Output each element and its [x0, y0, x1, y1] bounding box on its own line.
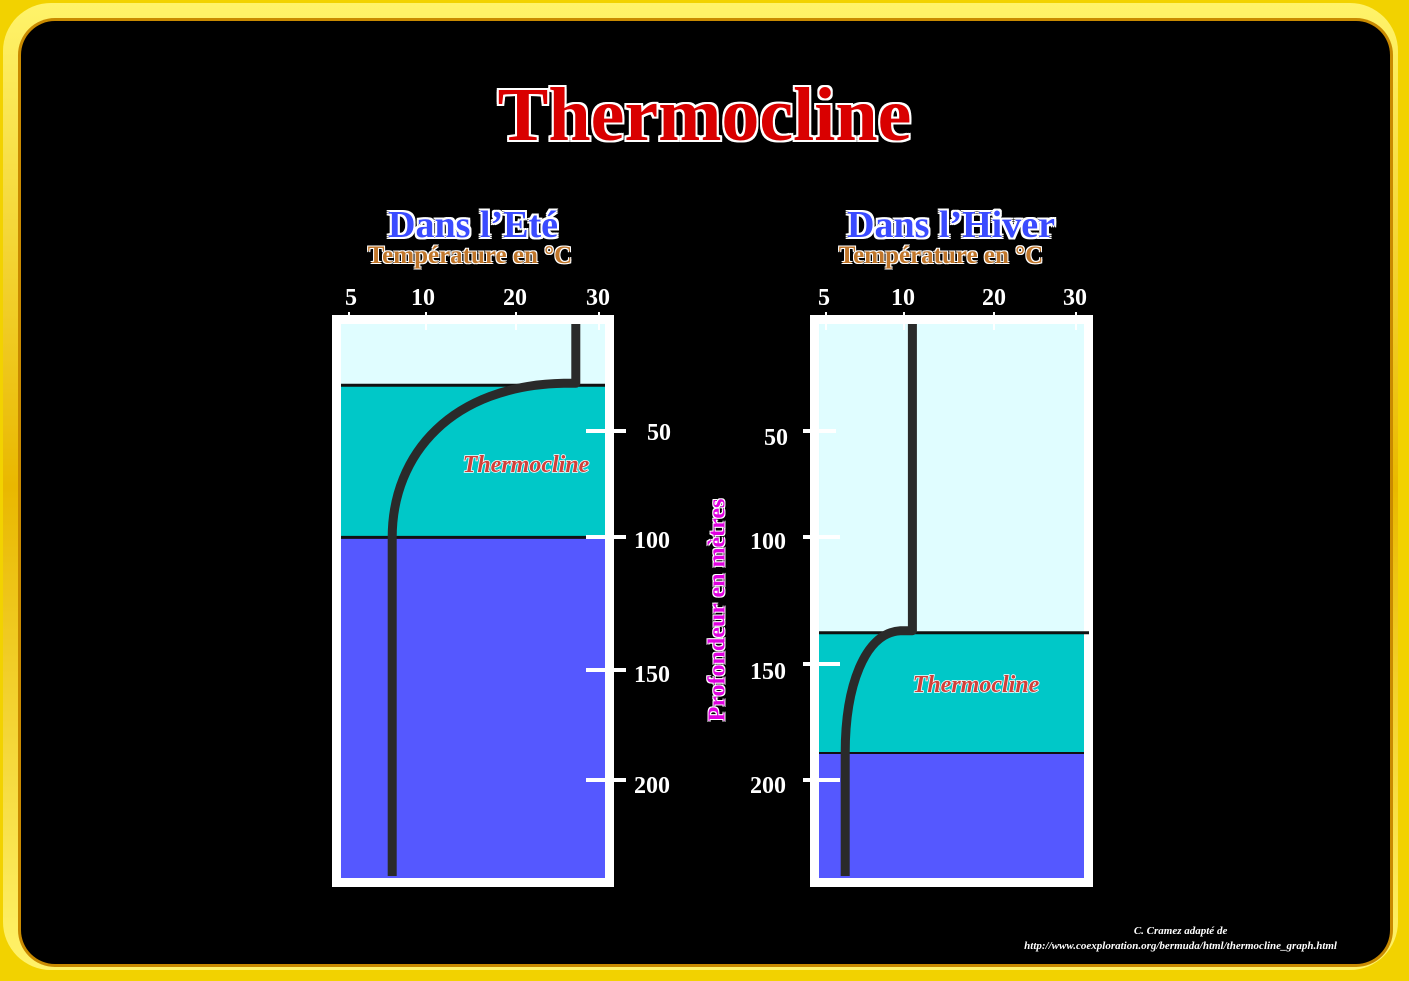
summer-depth-tick-50: 50: [647, 420, 671, 446]
winter-surface-layer: [819, 324, 1084, 633]
winter-depth-tick-200: 200: [750, 773, 786, 799]
winter-temp-tick-30: 30: [1063, 285, 1087, 311]
summer-thermocline-layer: [341, 385, 605, 538]
summer-depth-tick-150: 150: [634, 662, 670, 688]
winter-temp-tick-5: 5: [818, 285, 830, 311]
summer-temp-tick-5: 5: [345, 285, 357, 311]
summer-surface-layer: [341, 324, 605, 386]
summer-depth-axis: 50 100 150 200: [586, 420, 671, 799]
summer-panel: Thermocline 5 10 20 30 50 100 150 200: [332, 285, 671, 887]
summer-temperature-label: Température en °C: [367, 242, 573, 269]
winter-depth-tick-50: 50: [764, 425, 788, 451]
outer-gold-frame: [3, 3, 1398, 970]
summer-temperature-profile: [387, 324, 581, 876]
page-title: Thermocline: [497, 73, 912, 157]
winter-temp-tick-10: 10: [891, 285, 915, 311]
winter-temperature-label: Température en °C: [838, 242, 1044, 269]
summer-temp-tick-10: 10: [411, 285, 435, 311]
source-credit: C. Cramez adapté de http://www.coexplora…: [1024, 924, 1337, 954]
winter-temperature-profile: [840, 324, 917, 876]
credit-line-1: C. Cramez adapté de: [1133, 925, 1228, 937]
summer-title: Dans l’Eté: [388, 204, 558, 246]
winter-depth-tick-150: 150: [750, 659, 786, 685]
winter-deep-layer: [819, 753, 1084, 878]
winter-depth-tick-100: 100: [750, 529, 786, 555]
credit-line-2: http://www.coexploration.org/bermuda/htm…: [1024, 940, 1337, 952]
summer-temp-tick-20: 20: [503, 285, 527, 311]
black-background-panel: [21, 21, 1390, 964]
winter-panel: Thermocline 5 10 20 30 50 100 150 200: [750, 285, 1093, 887]
summer-depth-tick-200: 200: [634, 773, 670, 799]
summer-thermocline-label: Thermocline: [463, 452, 590, 478]
winter-title: Dans l’Hiver: [847, 204, 1055, 246]
winter-thermocline-label: Thermocline: [913, 672, 1040, 698]
winter-depth-axis: 50 100 150 200: [750, 425, 840, 799]
summer-temp-tick-30: 30: [586, 285, 610, 311]
winter-temp-tick-20: 20: [982, 285, 1006, 311]
summer-temperature-axis: 5 10 20 30: [345, 285, 610, 330]
summer-depth-tick-100: 100: [634, 528, 670, 554]
summer-deep-layer: [341, 537, 605, 878]
winter-temperature-axis: 5 10 20 30: [818, 285, 1087, 330]
